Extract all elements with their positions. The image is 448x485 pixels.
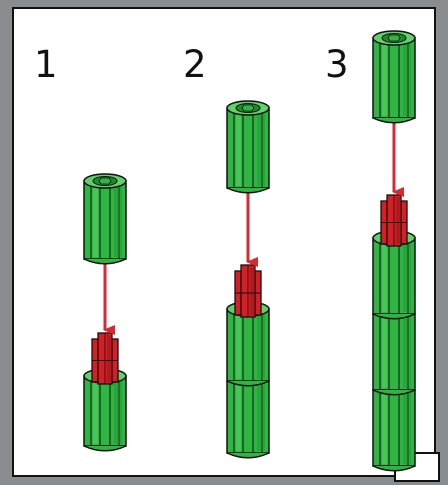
step-2-connector-icon (234, 264, 262, 318)
step-1-number: 1 (34, 43, 58, 86)
step-2-number: 2 (183, 43, 207, 86)
step-3-stacked-tube-3 (372, 389, 416, 472)
step-1-floating-tube-icon (83, 173, 127, 265)
step-3-connector-icon (380, 194, 408, 247)
step-3-stacked-tube-2 (372, 313, 416, 396)
instruction-panel (12, 7, 436, 477)
step-2-stacked-tube-2 (226, 380, 270, 459)
step-2-floating-tube-icon (226, 100, 270, 194)
step-1-connector-icon (91, 332, 119, 385)
step-3-number: 3 (325, 43, 349, 86)
step-3-floating-tube-icon (372, 30, 416, 124)
